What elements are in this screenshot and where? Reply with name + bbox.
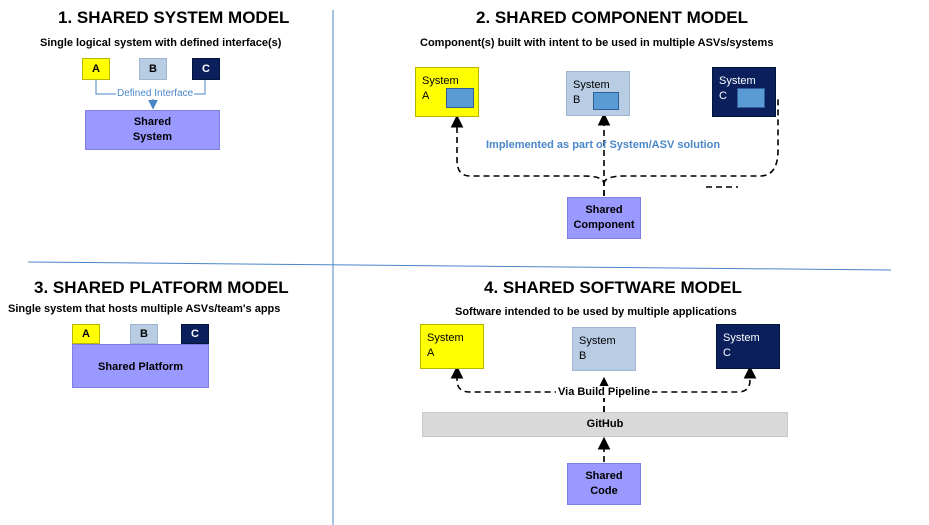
q3-title: 3. SHARED PLATFORM MODEL [34,278,289,297]
q1-box-b: B [139,58,167,80]
github-bar: GitHub [422,412,788,437]
build-pipeline-label: Via Build Pipeline [556,386,653,398]
q4-title: 4. SHARED SOFTWARE MODEL [484,278,742,297]
shared-platform-box [72,344,209,388]
implemented-label: Implemented as part of System/ASV soluti… [486,139,721,151]
q2-system-b-component [593,92,619,110]
shared-code-box: Shared Code [567,463,641,505]
shared-platform-label: Shared Platform [98,361,183,373]
q4-system-b: System B [572,327,636,371]
q1-subtitle: Single logical system with defined inter… [40,37,282,49]
q2-system-c-label: System C [719,75,756,102]
connector-to-system-a-q4 [450,365,605,412]
component-connectors [450,96,779,196]
q3-box-c: C [181,324,209,344]
q2-system-a: System A [415,67,479,117]
connector-to-system-c [603,96,779,185]
q1-box-c: C [192,58,220,80]
defined-interface-label: Defined Interface [116,88,195,99]
q2-system-b-label: System B [573,79,610,106]
q1-title: 1. SHARED SYSTEM MODEL [58,8,290,27]
q2-subtitle: Component(s) built with intent to be use… [420,37,774,49]
q2-system-b: System B [566,71,630,116]
q2-system-c: System C [712,67,776,117]
horizontal-divider [27,261,892,271]
q2-system-a-label: System A [422,75,459,102]
connector-to-system-a [450,114,605,196]
shared-system-box: Shared System [85,110,220,150]
q4-system-a: System A [420,324,484,369]
q3-box-a: A [72,324,100,344]
q4-system-c: System C [716,324,780,369]
q2-system-c-component [737,88,765,108]
q3-subtitle: Single system that hosts multiple ASVs/t… [8,303,281,315]
q2-title: 2. SHARED COMPONENT MODEL [476,8,749,27]
q4-subtitle: Software intended to be used by multiple… [455,306,737,318]
q3-box-b: B [130,324,158,344]
q1-box-a: A [82,58,110,80]
q2-system-a-component [446,88,474,108]
shared-component-box: Shared Component [567,197,641,239]
